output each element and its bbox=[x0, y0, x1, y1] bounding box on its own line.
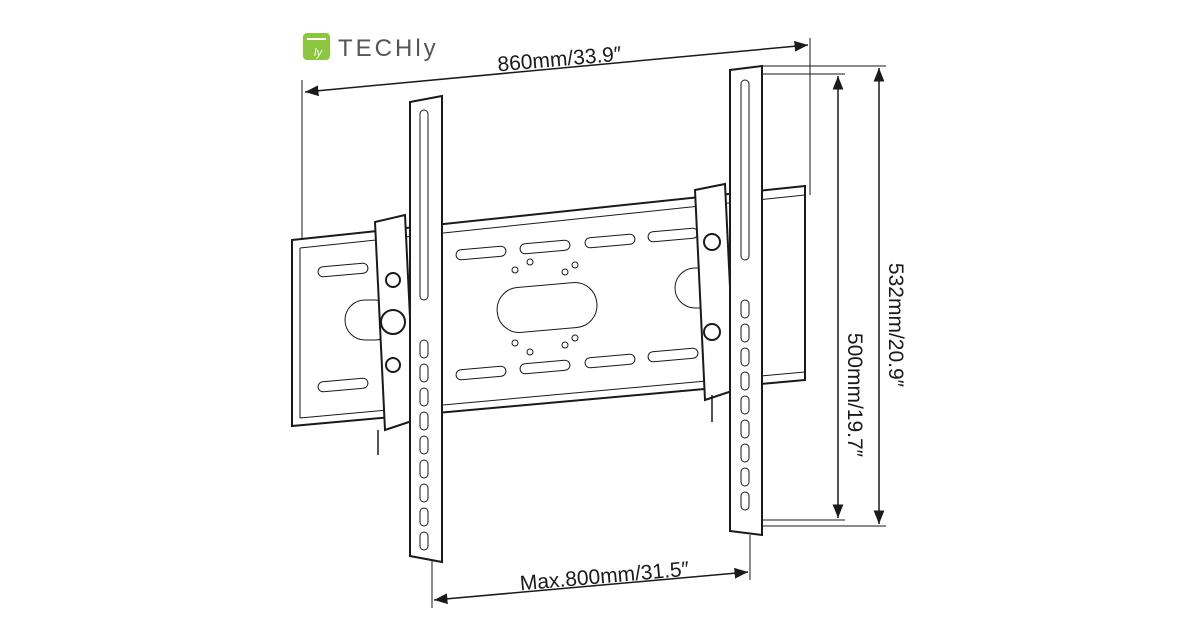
total-height-label: 532mm/20.9″ bbox=[884, 263, 907, 388]
dimension-lines bbox=[301, 38, 886, 608]
total-width-label: 860mm/33.9″ bbox=[497, 43, 623, 77]
left-vertical-arm bbox=[373, 94, 443, 564]
logo-text: TECHly bbox=[338, 35, 439, 62]
max-vesa-height-label: 500mm/19.7″ bbox=[843, 333, 866, 458]
max-vesa-width-label: Max.800mm/31.5″ bbox=[519, 558, 691, 596]
techly-logo: ly TECHly bbox=[303, 33, 439, 62]
right-vertical-arm bbox=[693, 64, 763, 537]
